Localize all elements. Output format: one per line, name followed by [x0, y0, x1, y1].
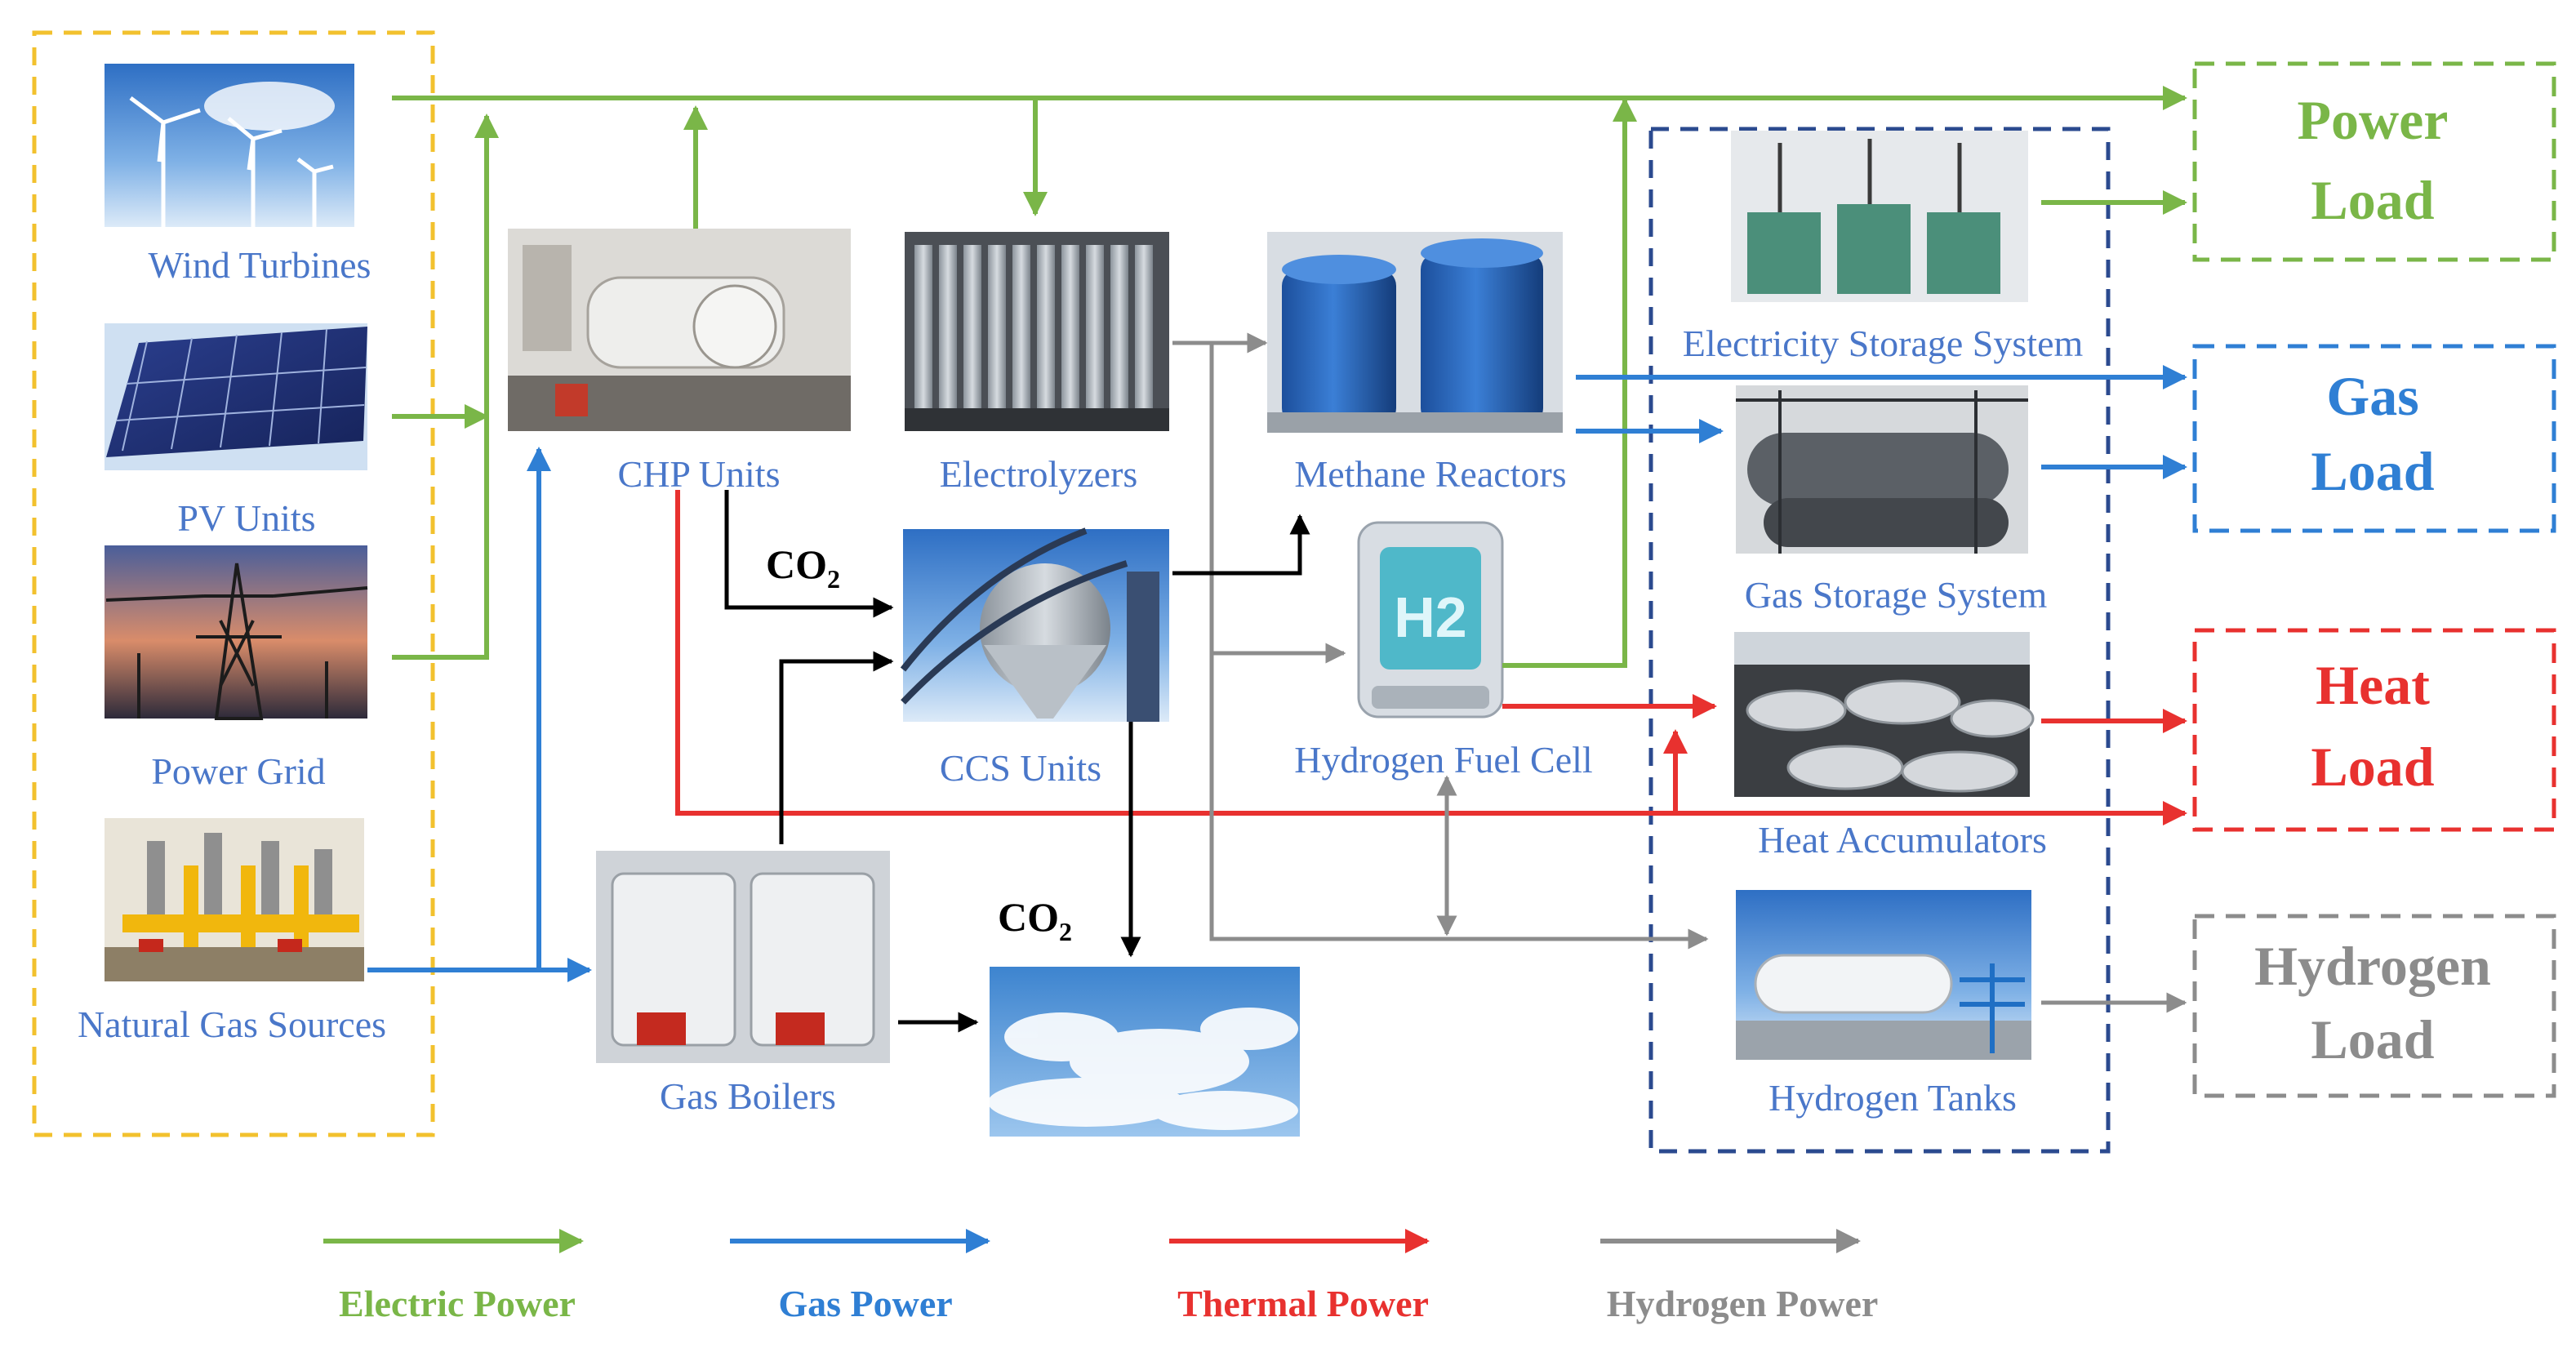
label-ccs-units: CCS Units — [940, 747, 1101, 789]
label-natural-gas-sources: Natural Gas Sources — [78, 1003, 386, 1045]
label-hydrogen-tanks: Hydrogen Tanks — [1768, 1077, 2017, 1119]
storage-frame — [1648, 127, 2111, 1154]
label-electricity-storage: Electricity Storage System — [1683, 323, 2084, 364]
flow-ccs-to-methane — [1172, 514, 1310, 576]
flow-chp-co2-to-ccs — [724, 490, 894, 618]
power-grid-image — [105, 545, 368, 720]
label-gas-boilers: Gas Boilers — [660, 1075, 836, 1117]
heat-load-line2: Load — [2311, 736, 2434, 798]
electricity-storage-image — [1731, 131, 2028, 302]
power-load-line2: Load — [2311, 169, 2434, 231]
flow-boilers-co2-to-ccs — [779, 651, 894, 844]
co2-label-atmosphere: CO2 — [998, 894, 1072, 946]
hydrogen-load-box: Hydrogen Load — [2192, 914, 2556, 1098]
gas-load-box: Gas Load — [2192, 344, 2556, 533]
hydrogen-load-line1: Hydrogen — [2254, 935, 2491, 997]
legend: Electric Power Gas Power Thermal Power H… — [323, 1229, 1879, 1324]
natural-gas-image — [105, 818, 364, 981]
co2-label-chp: CO2 — [766, 541, 840, 594]
ccs-units-image — [900, 527, 1169, 722]
label-hydrogen-fuel-cell: Hydrogen Fuel Cell — [1294, 739, 1592, 781]
flow-chp-heat-to-heat-load — [675, 490, 2187, 825]
gas-storage-image — [1736, 385, 2028, 554]
wind-turbines-image — [105, 64, 354, 227]
heat-accumulators-image — [1734, 632, 2035, 797]
label-gas-storage: Gas Storage System — [1745, 574, 2048, 616]
hydrogen-tanks-image — [1736, 890, 2031, 1060]
power-load-line1: Power — [2297, 89, 2448, 151]
label-methane-reactors: Methane Reactors — [1294, 453, 1566, 495]
hydrogen-load-line2: Load — [2311, 1008, 2434, 1070]
fuel-cell-image: H2 — [1357, 521, 1504, 719]
flow-sources-bus — [392, 113, 499, 660]
flow-electrolyzers-hydrogen-bus — [1172, 340, 1709, 950]
label-chp-units: CHP Units — [618, 453, 781, 495]
flow-fuel-cell-electric-out — [1502, 97, 1637, 668]
legend-gas-label: Gas Power — [778, 1283, 952, 1324]
legend-hydrogen-label: Hydrogen Power — [1607, 1283, 1879, 1324]
gas-load-line1: Gas — [2326, 365, 2418, 427]
legend-thermal-label: Thermal Power — [1177, 1283, 1429, 1324]
methane-reactors-image — [1267, 232, 1563, 433]
sources-frame — [32, 30, 435, 1137]
chp-units-image — [508, 229, 851, 431]
label-pv-units: PV Units — [177, 497, 315, 539]
power-load-box: Power Load — [2192, 61, 2556, 262]
gas-boilers-image — [596, 851, 890, 1063]
heat-load-line1: Heat — [2316, 654, 2430, 716]
label-heat-accumulators: Heat Accumulators — [1758, 819, 2047, 861]
label-power-grid: Power Grid — [151, 750, 325, 792]
electrolyzers-image — [905, 232, 1169, 431]
label-wind-turbines: Wind Turbines — [149, 244, 371, 286]
legend-electric-label: Electric Power — [339, 1283, 576, 1324]
heat-load-box: Heat Load — [2192, 628, 2556, 832]
gas-load-line2: Load — [2311, 440, 2434, 502]
label-electrolyzers: Electrolyzers — [940, 453, 1138, 495]
fuel-cell-symbol: H2 — [1394, 585, 1466, 649]
co2-sky-image — [988, 967, 1300, 1137]
pv-units-image — [105, 323, 367, 470]
